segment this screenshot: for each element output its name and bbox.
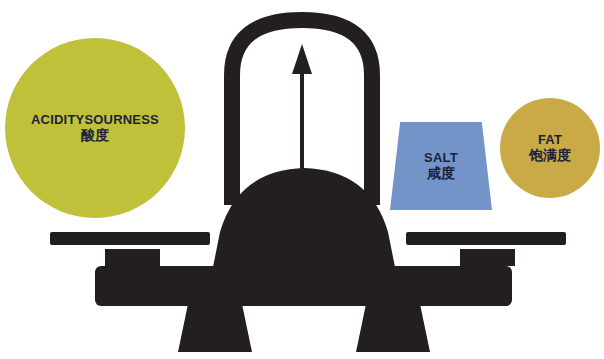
salt-block: SALT咸度	[390, 122, 492, 210]
circle-shape	[5, 38, 185, 218]
fat-circle: FAT饱满度	[500, 98, 600, 198]
chinese-label: 饱满度	[529, 147, 571, 164]
english-label: ACIDITYSOURNESS	[31, 112, 159, 128]
node-text-holder: ACIDITYSOURNESS酸度	[5, 38, 185, 218]
circle-shape	[500, 98, 600, 198]
english-label: SALT	[424, 150, 458, 166]
node-text-holder: FAT饱满度	[500, 98, 600, 198]
chinese-label: 咸度	[427, 165, 455, 182]
scale-needle	[292, 44, 312, 170]
english-label: FAT	[538, 132, 562, 148]
node-text-holder: SALT咸度	[390, 122, 492, 210]
chinese-label: 酸度	[81, 127, 109, 144]
acidity-circle: ACIDITYSOURNESS酸度	[5, 38, 185, 218]
trapezoid-shape	[390, 122, 492, 210]
